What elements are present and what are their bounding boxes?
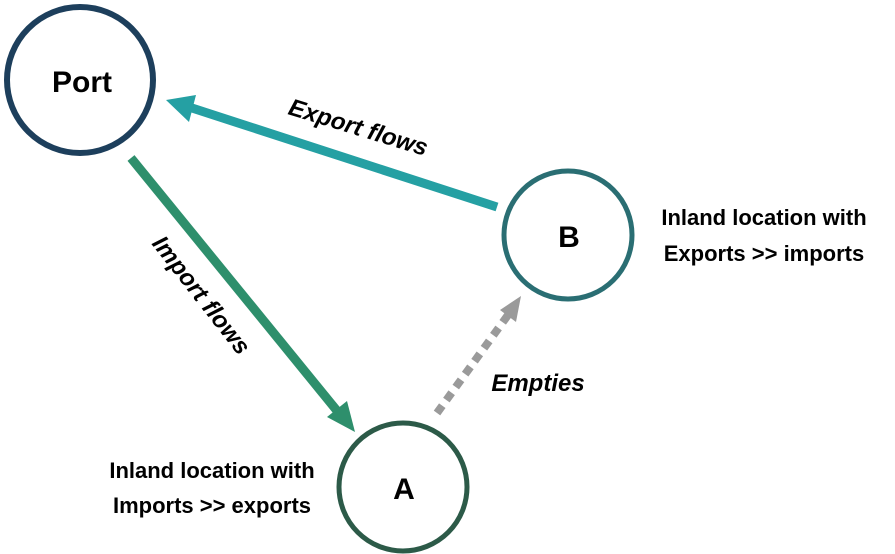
export-flow-arrow — [166, 95, 499, 212]
empties-flow-arrow — [433, 296, 521, 416]
port-label: Port — [52, 66, 112, 99]
b-description: Inland location with Exports >> imports — [661, 205, 866, 266]
b-description-line-2: Exports >> imports — [664, 241, 865, 266]
a-node: A — [336, 420, 470, 554]
export-flow-label: Export flows — [285, 94, 431, 162]
a-label: A — [393, 473, 415, 506]
import-flow-arrow — [127, 155, 355, 432]
b-label: B — [558, 221, 580, 254]
a-description: Inland location with Imports >> exports — [109, 458, 314, 518]
a-description-line-1: Inland location with — [109, 458, 314, 483]
a-description-line-2: Imports >> exports — [113, 493, 311, 518]
b-description-line-1: Inland location with — [661, 205, 866, 230]
empties-flow-label: Empties — [491, 370, 584, 397]
port-node: Port — [4, 4, 156, 156]
b-node: B — [501, 168, 635, 302]
